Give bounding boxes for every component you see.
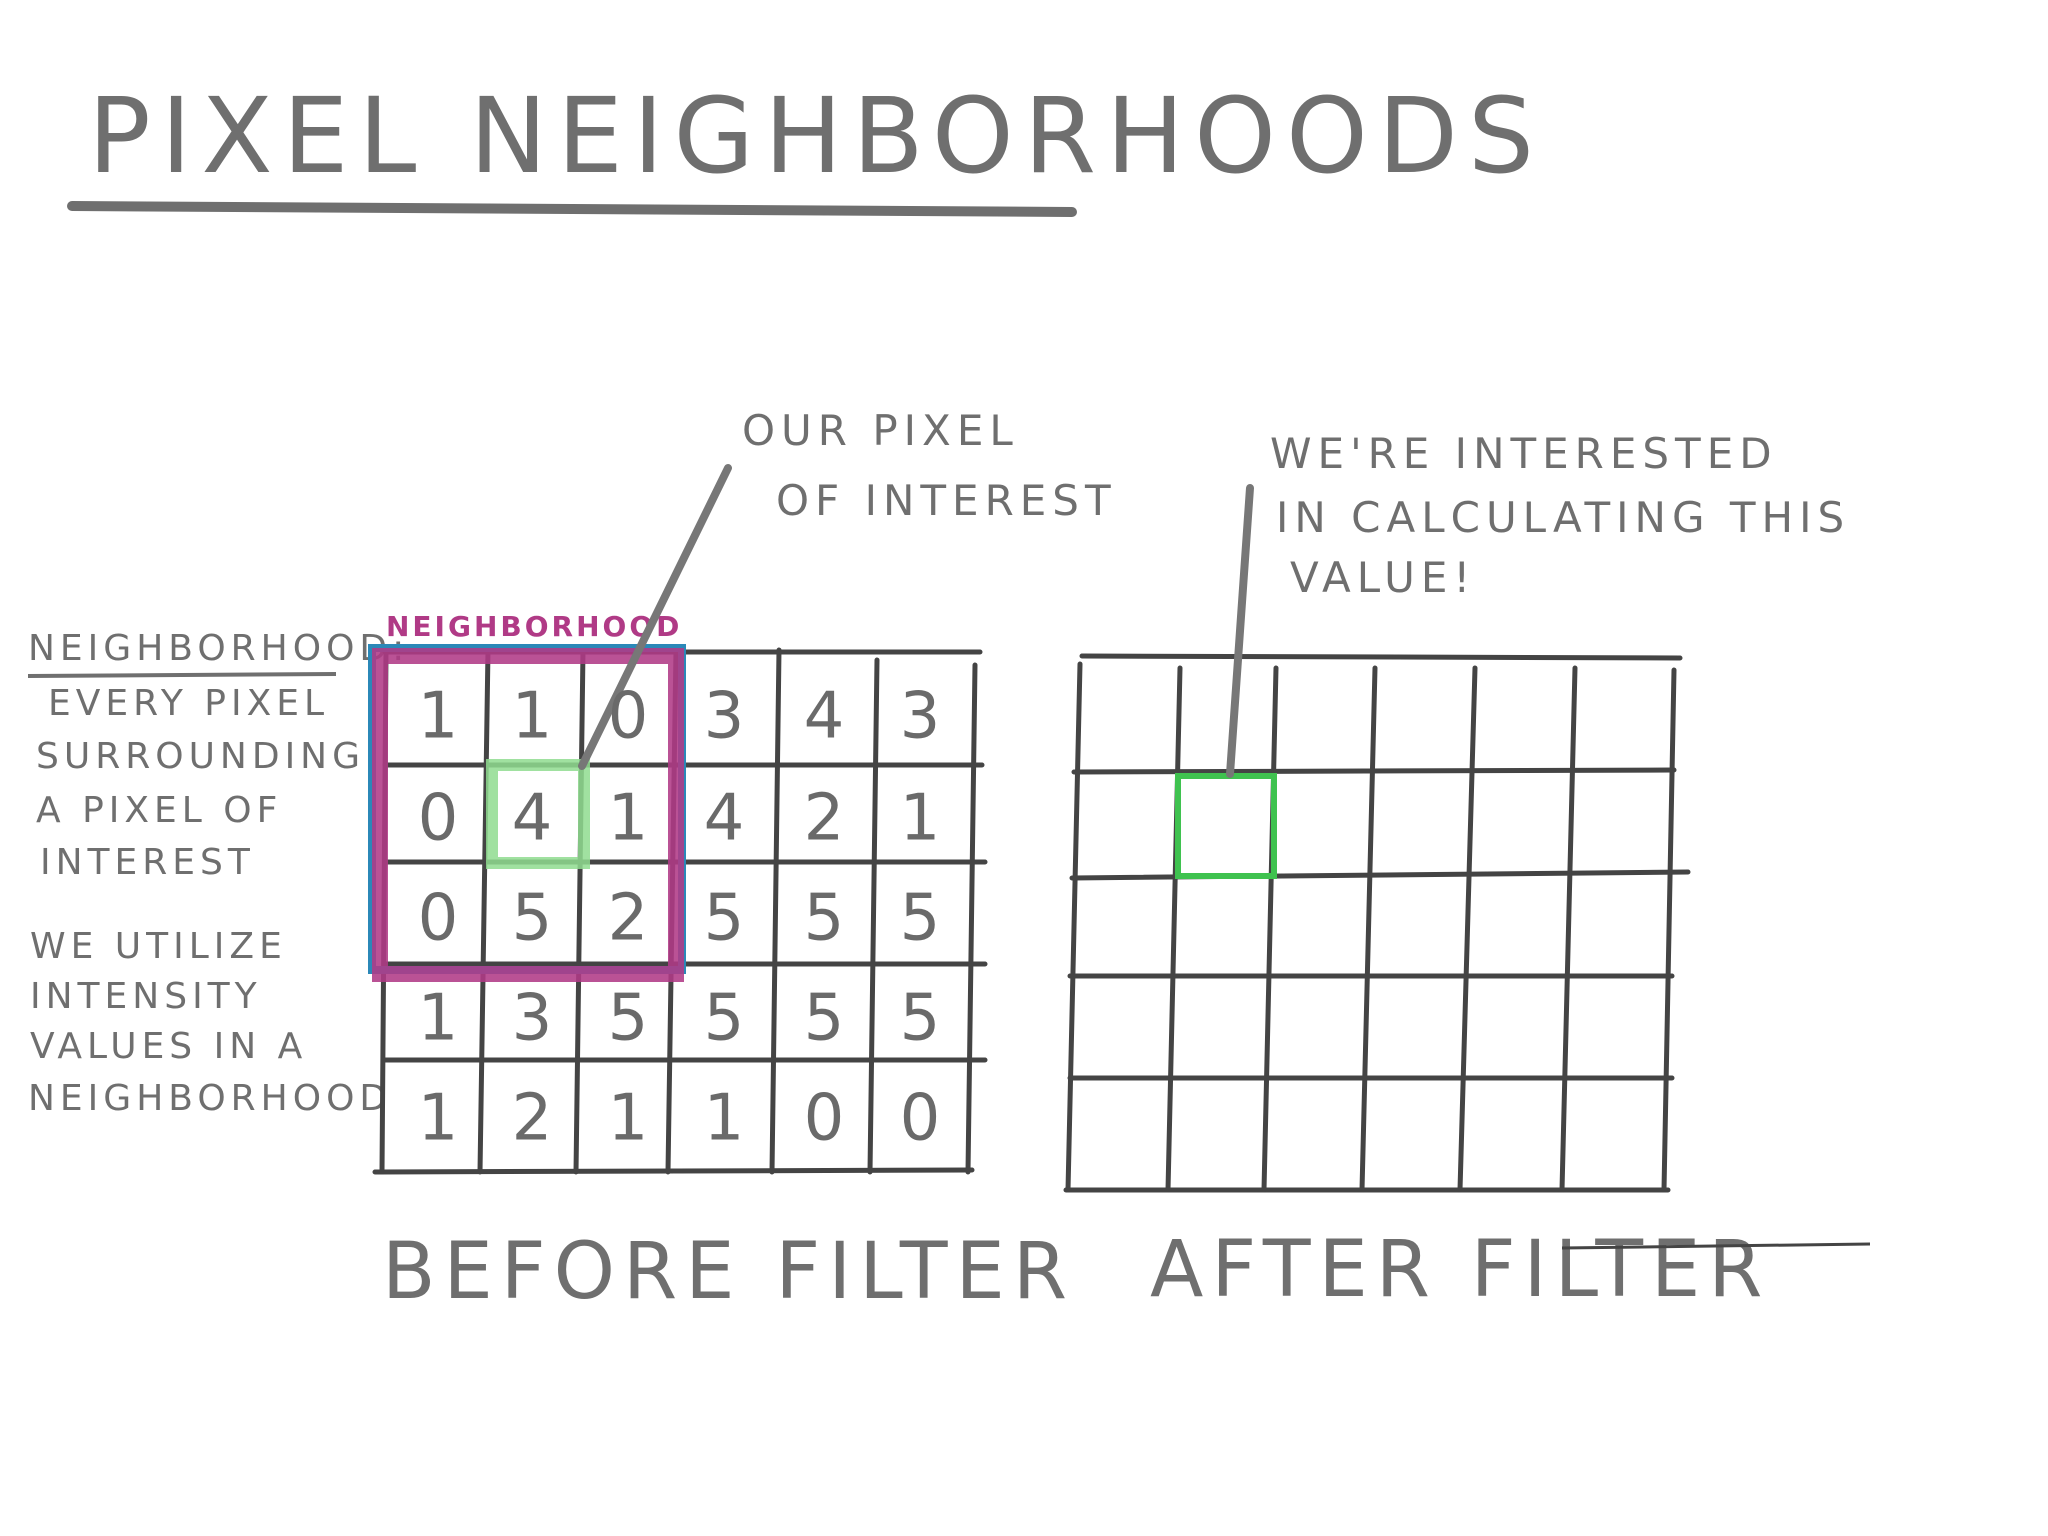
grid-cell-value: 5 — [512, 882, 553, 956]
after-grid-vline — [1261, 665, 1279, 1193]
side-note-usage-line: NEIGHBORHOOD — [28, 1078, 392, 1119]
caption-stray-stroke — [1561, 1242, 1871, 1250]
after-filter-grid — [1063, 653, 1691, 1193]
grid-cell-value: 5 — [804, 982, 845, 1056]
before-grid-vline — [573, 647, 586, 1175]
grid-cell-value: 0 — [804, 1082, 845, 1156]
grid-cell-value: 1 — [608, 1082, 649, 1156]
grid-cell-value: 1 — [418, 1082, 459, 1156]
grid-cell-value: 4 — [804, 680, 845, 754]
side-note-definition-line: SURROUNDING — [36, 736, 365, 777]
after-note-line: VALUE! — [1290, 553, 1476, 602]
pixel-of-interest-highlight — [486, 759, 590, 869]
side-note-heading-underline — [27, 672, 337, 678]
grid-cell-value: 0 — [900, 1082, 941, 1156]
grid-cell-value: 1 — [418, 680, 459, 754]
after-grid-vline — [1457, 665, 1478, 1193]
neighborhood-box-outline — [372, 648, 684, 982]
after-filter-caption: AFTER FILTER — [1150, 1225, 1770, 1315]
after-note-line: WE'RE INTERESTED — [1270, 429, 1778, 478]
after-grid-vline — [1165, 665, 1183, 1193]
grid-cell-value: 1 — [608, 782, 649, 856]
page-title: PIXEL NEIGHBORHOODS — [88, 75, 1544, 197]
after-grid-vline — [1359, 665, 1378, 1193]
title-underline — [67, 201, 1077, 217]
side-note-definition-line: EVERY PIXEL — [48, 683, 329, 724]
grid-cell-value: 0 — [418, 782, 459, 856]
before-grid-vline — [965, 662, 978, 1175]
side-note-usage-line: VALUES IN A — [30, 1026, 307, 1067]
grid-cell-value: 2 — [512, 1082, 553, 1156]
grid-cell-value: 1 — [900, 782, 941, 856]
grid-cell-value: 5 — [608, 982, 649, 1056]
grid-cell-value: 1 — [512, 680, 553, 754]
side-note-usage-line: WE UTILIZE — [30, 926, 287, 967]
side-note-definition-line: A PIXEL OF — [36, 790, 282, 831]
grid-cell-value: 5 — [804, 882, 845, 956]
pixel-note-line: OF INTEREST — [776, 476, 1117, 525]
grid-cell-value: 5 — [900, 982, 941, 1056]
grid-cell-value: 4 — [704, 782, 745, 856]
grid-cell-value: 5 — [704, 982, 745, 1056]
grid-cell-value: 1 — [704, 1082, 745, 1156]
side-note-usage-line: INTENSITY — [30, 976, 262, 1017]
side-note: NEIGHBORHOOD: EVERY PIXEL SURROUNDING A … — [27, 628, 409, 1119]
grid-cell-value: 0 — [608, 680, 649, 754]
after-grid-hline — [1069, 869, 1691, 881]
grid-cell-value: 0 — [418, 882, 459, 956]
after-grid-vline — [1065, 661, 1083, 1193]
grid-cell-value: 3 — [512, 982, 553, 1056]
grid-cell-value: 4 — [512, 782, 553, 856]
side-note-heading: NEIGHBORHOOD: — [28, 628, 409, 669]
neighborhood-label: NEIGHBORHOOD — [386, 610, 682, 643]
grid-cell-value: 1 — [418, 982, 459, 1056]
grid-cell-value: 3 — [900, 680, 941, 754]
grid-cell-value: 2 — [804, 782, 845, 856]
side-note-definition-line: INTEREST — [40, 842, 255, 883]
pixel-of-interest-pointer — [578, 464, 732, 770]
target-pixel-highlight — [1175, 773, 1277, 879]
grid-cell-value: 3 — [704, 680, 745, 754]
before-filter-grid — [372, 647, 988, 1175]
after-grid-hline — [1079, 653, 1683, 661]
grid-cell-value: 2 — [608, 882, 649, 956]
before-grid-vline — [867, 657, 880, 1175]
before-grid-vline — [477, 647, 491, 1175]
before-grid-hline — [372, 1167, 975, 1175]
after-grid-vline — [1559, 665, 1578, 1193]
before-grid-vline — [769, 647, 782, 1175]
pixel-note-line: OUR PIXEL — [742, 406, 1019, 455]
grid-cell-value: 5 — [900, 882, 941, 956]
before-filter-caption: BEFORE FILTER — [382, 1227, 1075, 1317]
after-note-line: IN CALCULATING THIS — [1276, 493, 1850, 542]
grid-cell-value: 5 — [704, 882, 745, 956]
target-pixel-pointer — [1226, 484, 1254, 778]
after-grid-vline — [1661, 667, 1677, 1193]
neighborhood-box — [368, 644, 686, 982]
